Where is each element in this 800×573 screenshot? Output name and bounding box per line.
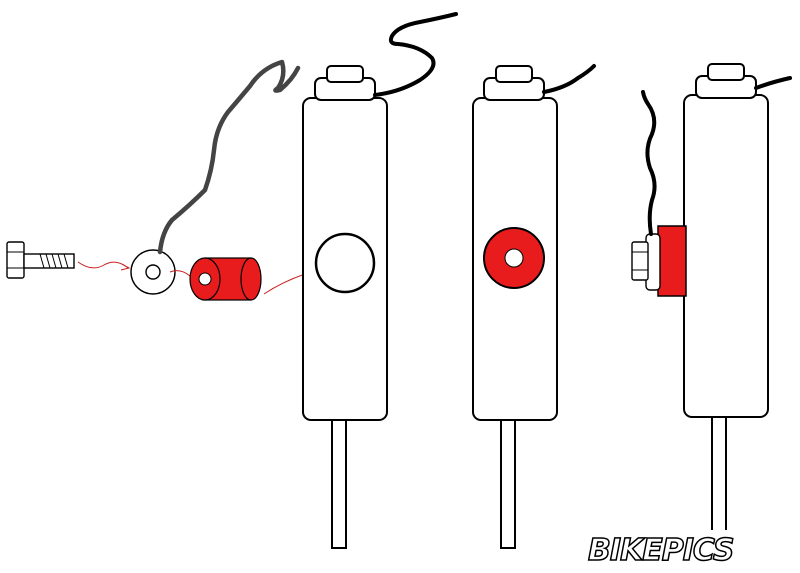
red-spacer-icon xyxy=(189,257,262,301)
mount-hole xyxy=(314,232,376,294)
bolt-icon xyxy=(6,241,75,279)
shock-1 xyxy=(302,12,458,549)
washer-icon xyxy=(130,249,176,295)
bikepics-logo-text: BIKEPICS xyxy=(588,533,733,568)
shock-3 xyxy=(631,63,792,549)
grey-wire xyxy=(157,59,301,255)
red-spacer-side xyxy=(657,225,687,297)
assembly-arrow-1 xyxy=(77,261,129,269)
shock-2 xyxy=(472,64,596,549)
bikepics-logo: BIKEPICS xyxy=(582,530,782,570)
